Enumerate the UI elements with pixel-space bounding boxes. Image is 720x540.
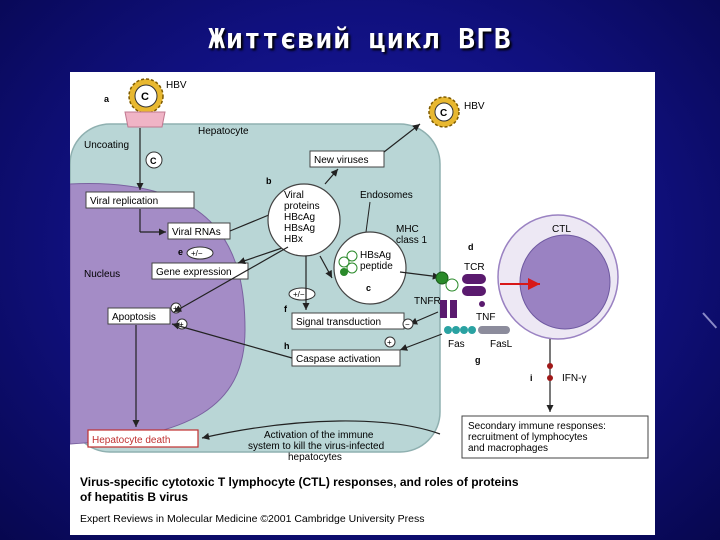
tnf-molecule xyxy=(479,301,485,307)
new-viruses-box xyxy=(309,150,385,168)
endosomes-pointer xyxy=(365,201,371,233)
caption-line2: of hepatitis B virus xyxy=(80,490,188,504)
hbsag-peptide-line1: HBsAg xyxy=(360,250,391,261)
caspase-label: Caspase activation xyxy=(296,354,381,365)
label-i: i xyxy=(530,373,533,383)
endosomes-label: Endosomes xyxy=(360,190,413,201)
hbv-right-label: HBV xyxy=(464,101,485,112)
uncoating-label: Uncoating xyxy=(84,140,129,151)
tcr-mhc-complex xyxy=(435,271,486,296)
caption-line1: Virus-specific cytotoxic T lymphocyte (C… xyxy=(80,475,519,489)
ctl-label: CTL xyxy=(552,224,571,235)
minus-signal: − xyxy=(405,320,410,329)
svg-text:C: C xyxy=(150,156,157,166)
viral-proteins-line2: proteins xyxy=(284,201,320,212)
arrow-proteins-to-apoptosis xyxy=(173,246,289,313)
plusminus-e: +/− xyxy=(191,249,203,258)
hbv-top-label: HBV xyxy=(166,80,187,91)
apoptosis-label: Apoptosis xyxy=(112,312,156,323)
viral-proteins-circle xyxy=(267,183,341,257)
ifn-molecule-2 xyxy=(547,375,553,381)
hepatocyte-death-box xyxy=(87,429,199,448)
mhc-line2: class 1 xyxy=(396,235,428,246)
fas-label: Fas xyxy=(448,339,465,350)
signal-transduction-label: Signal transduction xyxy=(296,317,381,328)
tnfr-label: TNFR xyxy=(414,296,441,307)
arrow-virus-release xyxy=(383,123,421,153)
minus-sign-signal xyxy=(402,318,414,330)
arrow-caspase-to-apoptosis xyxy=(171,322,293,359)
viral-rnas-label: Viral RNAs xyxy=(172,227,221,238)
label-f: f xyxy=(284,304,288,314)
credit-line: Expert Reviews in Molecular Medicine ©20… xyxy=(80,513,424,525)
arrow-fas-caspase xyxy=(399,333,443,351)
arrow-tnfr-signal xyxy=(409,311,439,325)
viral-proteins-line5: HBx xyxy=(284,234,303,245)
label-a: a xyxy=(104,94,110,104)
hbv-lifecycle-figure: Hepatocyte Nucleus C HBV a Uncoating C V… xyxy=(70,72,655,535)
fasl-label: FasL xyxy=(490,339,513,350)
nucleus-label: Nucleus xyxy=(84,269,120,280)
label-c: c xyxy=(366,283,371,293)
arrow-to-gene-expression xyxy=(237,247,283,265)
plusminus-f: +/− xyxy=(293,290,305,299)
diagram-canvas: Hepatocyte Nucleus C HBV a Uncoating C V… xyxy=(70,78,649,525)
capsid-core: C xyxy=(145,151,163,169)
tnfr-receptor-2 xyxy=(450,300,457,318)
ifn-label: IFN-γ xyxy=(562,373,586,384)
label-h: h xyxy=(284,341,290,351)
label-b: b xyxy=(266,176,272,186)
hepatocyte-death-label: Hepatocyte death xyxy=(92,435,170,446)
plus-sign-caspase xyxy=(384,336,396,348)
gene-expression-label: Gene expression xyxy=(156,267,232,278)
plusminus-f-badge xyxy=(288,287,316,301)
ctl-nucleus xyxy=(519,234,611,330)
svg-text:C: C xyxy=(440,108,447,119)
secondary-line1: Secondary immune responses: xyxy=(468,421,606,432)
hbsag-peptide-circle xyxy=(333,231,407,305)
plus-apoptosis-2: + xyxy=(179,320,184,329)
plusminus-e-badge xyxy=(186,246,214,260)
hepatocyte-label: Hepatocyte xyxy=(198,126,249,137)
decorative-line xyxy=(702,312,718,329)
tnfr-receptor xyxy=(440,300,447,318)
viral-proteins-line1: Viral xyxy=(284,190,304,201)
peptide-cluster xyxy=(338,250,358,276)
receptor-entry xyxy=(124,111,166,128)
label-e: e xyxy=(178,247,183,257)
viral-proteins-line3: HBcAg xyxy=(284,212,315,223)
arrow-to-new-viruses xyxy=(324,168,339,185)
viral-replication-box xyxy=(85,191,195,209)
new-viruses-label: New viruses xyxy=(314,155,368,166)
fas-receptor xyxy=(444,326,476,334)
mhc-line1: MHC xyxy=(396,224,419,235)
ifn-molecule-1 xyxy=(547,363,553,369)
hbsag-peptide-line2: peptide xyxy=(360,261,393,272)
gene-expression-box xyxy=(151,262,249,280)
fasl-ligand xyxy=(478,326,510,334)
tnf-label: TNF xyxy=(476,312,495,323)
hbv-virus-top: C xyxy=(128,78,164,114)
svg-text:C: C xyxy=(141,91,149,103)
viral-proteins-line4: HBsAg xyxy=(284,223,315,234)
activation-line3: hepatocytes xyxy=(288,452,342,463)
activation-line2: system to kill the virus-infected xyxy=(248,441,384,452)
label-g: g xyxy=(475,355,481,365)
arrow-activation xyxy=(201,420,441,440)
secondary-box xyxy=(461,415,649,459)
activation-line1: Activation of the immune xyxy=(264,430,374,441)
secondary-line3: and macrophages xyxy=(468,443,548,454)
viral-replication-label: Viral replication xyxy=(90,196,158,207)
arrow-proteins-to-endosome xyxy=(319,255,333,279)
slide-title: Життєвий цикл ВГВ xyxy=(208,22,512,55)
secondary-line2: recruitment of lymphocytes xyxy=(468,432,588,443)
plus-caspase: + xyxy=(387,338,392,347)
arrow-to-mhc xyxy=(399,271,441,280)
tcr-label: TCR xyxy=(464,262,485,273)
label-d: d xyxy=(468,242,474,252)
apoptosis-box xyxy=(107,307,171,325)
hbv-virus-right: C xyxy=(428,96,460,128)
